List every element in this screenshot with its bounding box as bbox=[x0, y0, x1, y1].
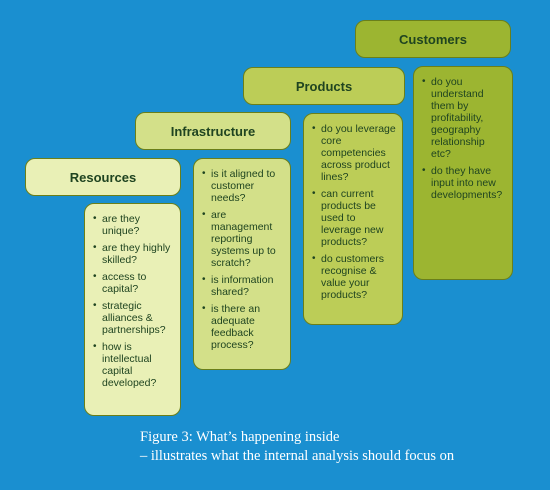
customers-header: Customers bbox=[355, 20, 511, 58]
resources-list: are they unique? are they highly skilled… bbox=[93, 213, 174, 389]
products-item: can current products be used to leverage… bbox=[312, 188, 396, 248]
figure-caption: Figure 3: What’s happening inside – illu… bbox=[140, 428, 454, 466]
resources-item: strategic alliances & partnerships? bbox=[93, 300, 174, 336]
customers-panel: do you understand them by profitability,… bbox=[413, 66, 513, 280]
products-header: Products bbox=[243, 67, 405, 105]
products-list: do you leverage core competencies across… bbox=[312, 123, 396, 301]
infrastructure-header: Infrastructure bbox=[135, 112, 291, 150]
infrastructure-list: is it aligned to customer needs? are man… bbox=[202, 168, 284, 351]
infrastructure-panel: is it aligned to customer needs? are man… bbox=[193, 158, 291, 370]
caption-line-1: Figure 3: What’s happening inside bbox=[140, 429, 340, 445]
resources-header: Resources bbox=[25, 158, 181, 196]
customers-item: do you understand them by profitability,… bbox=[422, 76, 506, 160]
products-item: do you leverage core competencies across… bbox=[312, 123, 396, 183]
customers-item: do they have input into new developments… bbox=[422, 165, 506, 201]
resources-item: are they unique? bbox=[93, 213, 174, 237]
resources-item: how is intellectual capital developed? bbox=[93, 341, 174, 389]
infrastructure-item: are management reporting systems up to s… bbox=[202, 209, 284, 269]
products-item: do customers recognise & value your prod… bbox=[312, 253, 396, 301]
infrastructure-item: is it aligned to customer needs? bbox=[202, 168, 284, 204]
resources-panel: are they unique? are they highly skilled… bbox=[84, 203, 181, 416]
caption-line-2: – illustrates what the internal analysis… bbox=[140, 448, 455, 464]
resources-item: access to capital? bbox=[93, 271, 174, 295]
infrastructure-item: is there an adequate feedback process? bbox=[202, 303, 284, 351]
products-panel: do you leverage core competencies across… bbox=[303, 113, 403, 325]
customers-list: do you understand them by profitability,… bbox=[422, 76, 506, 201]
infrastructure-item: is information shared? bbox=[202, 274, 284, 298]
resources-item: are they highly skilled? bbox=[93, 242, 174, 266]
